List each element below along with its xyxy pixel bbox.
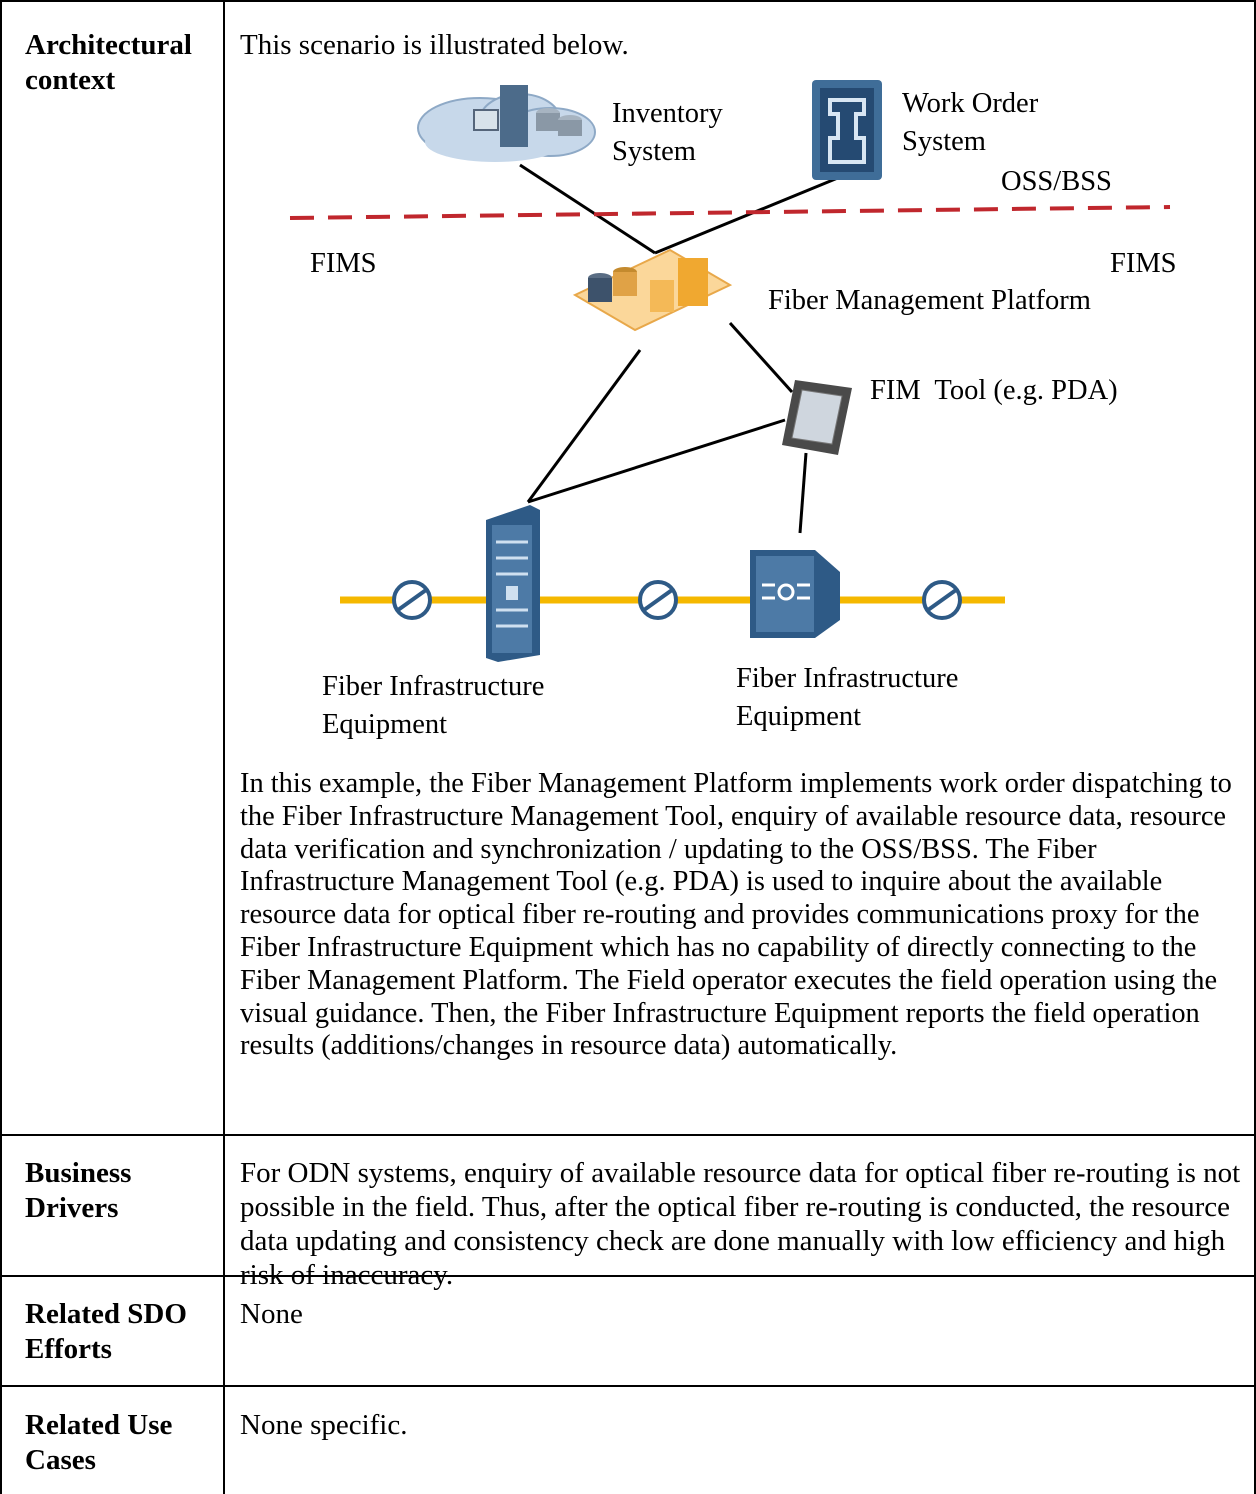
fim-tool-pda-icon (782, 380, 852, 455)
fim-tool-label: FIM Tool (e.g. PDA) (870, 375, 1118, 406)
fiber-management-platform-icon (572, 248, 733, 332)
diagram-canvas (289, 80, 1171, 662)
row-label-related-use-cases: Related Use Cases (25, 1409, 173, 1476)
fiber-connector-icon (392, 580, 432, 620)
fiber-infrastructure-splitter-icon (750, 550, 840, 638)
fiber-infrastructure-equipment-right-label: Fiber Infrastructure Equipment (736, 663, 959, 732)
link-inventory-platform (519, 163, 656, 255)
related-sdo-efforts-text: None (240, 1298, 303, 1330)
intro-text: This scenario is illustrated below. (240, 29, 629, 61)
row-label-business-drivers: Business Drivers (25, 1157, 132, 1224)
work-order-system-icon (812, 80, 882, 180)
fiber-infrastructure-equipment-left-label: Fiber Infrastructure Equipment (322, 671, 545, 740)
fiber-infrastructure-rack-icon (486, 505, 540, 662)
column-divider (223, 0, 225, 1494)
inventory-system-icon (417, 85, 596, 162)
architecture-diagram: Inventory System Work Order System OSS/B… (230, 80, 1230, 760)
fims-left-label: FIMS (310, 248, 377, 279)
table-border-top (0, 0, 1256, 2)
row-label-related-sdo-efforts: Related SDO Efforts (25, 1298, 187, 1365)
architectural-context-text: In this example, the Fiber Management Pl… (240, 768, 1232, 1062)
link-tool-splitter (798, 452, 808, 534)
fims-right-label: FIMS (1110, 248, 1177, 279)
inventory-system-label: Inventory System (612, 98, 723, 167)
oss-bss-label: OSS/BSS (1001, 166, 1112, 197)
fiber-connector-icon (922, 580, 962, 620)
link-platform-equipment (526, 349, 642, 503)
oss-fims-boundary (289, 205, 1171, 220)
related-use-cases-text: None specific. (240, 1409, 408, 1441)
row-label-architectural-context: Architectural context (25, 29, 192, 96)
row-divider (0, 1385, 1256, 1387)
business-drivers-text: For ODN systems, enquiry of available re… (240, 1157, 1241, 1291)
link-platform-tool (728, 321, 794, 394)
row-divider (0, 1275, 1256, 1277)
fiber-connector-icon (638, 580, 678, 620)
link-tool-equipment (527, 418, 786, 504)
work-order-system-label: Work Order System (902, 88, 1039, 157)
fiber-management-platform-label: Fiber Management Platform (768, 285, 1091, 316)
row-divider (0, 1134, 1256, 1136)
table-border-left (0, 0, 2, 1494)
table-border-right (1254, 0, 1256, 1494)
